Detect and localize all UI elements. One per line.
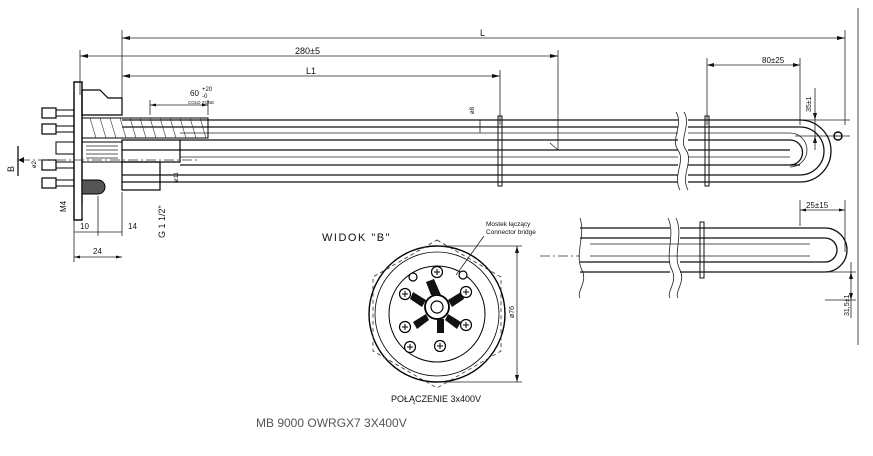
heating-tubes (122, 111, 843, 191)
dimension-phi76: ø76 (437, 245, 522, 383)
dim-G-thread: G 1 1/2" (157, 205, 167, 238)
terminal-bolts (41, 107, 75, 189)
bottom-dimensions: 10 14 24 (73, 192, 137, 262)
dim-phi8: ø8 (470, 106, 476, 114)
dim-24: 24 (93, 247, 102, 256)
dim-35-label: 35±1 (806, 96, 813, 112)
dimension-80: 80±25 (706, 56, 801, 125)
dimension-280: 280±5 (79, 46, 559, 150)
cold-zone-value: 60 (190, 89, 199, 98)
bridge-label-en: Connector bridge (486, 229, 536, 236)
dim-25-label: 25±15 (806, 201, 829, 210)
dim-31-5-label: 31,5±1 (844, 295, 851, 316)
dim-80-label: 80±25 (762, 56, 785, 65)
detail-view-bend (540, 217, 848, 299)
dim-phi11: ø11 (174, 171, 180, 182)
flange-head (20, 81, 209, 221)
dimension-31-5: 31,5±1 (825, 262, 856, 318)
dimension-cold-zone: 60 +20 -0 COLD ZONE (149, 87, 214, 115)
view-arrow-label: B (6, 166, 16, 172)
connection-label: POŁĄCZENIE 3x400V (391, 394, 481, 404)
dim-phi76-label: ø76 (509, 306, 516, 318)
dimension-L: L (121, 28, 846, 125)
dim-14: 14 (128, 222, 137, 231)
dim-280-label: 280±5 (295, 46, 320, 56)
dimension-35: 35±1 (795, 88, 850, 150)
cold-zone-tol-plus: +20 (202, 87, 213, 93)
dim-L-label: L (480, 28, 485, 38)
dim-L1-label: L1 (306, 66, 316, 76)
cold-zone-tol-minus: -0 (202, 94, 208, 100)
view-b-title: WIDOK "B" (322, 232, 391, 244)
view-b-drawing (368, 235, 506, 389)
dim-phi2: ø2 (32, 160, 38, 168)
model-caption: MB 9000 OWRGX7 3X400V (256, 416, 407, 430)
cold-zone-label: COLD ZONE (188, 100, 214, 105)
dimension-L1: L1 (122, 66, 501, 125)
view-arrow-b: B (6, 146, 24, 176)
dim-M4: M4 (59, 200, 68, 212)
dim-10: 10 (80, 222, 89, 231)
bridge-label-pl: Mostek łączący (486, 221, 531, 228)
dimension-25: 25±15 (799, 200, 846, 252)
